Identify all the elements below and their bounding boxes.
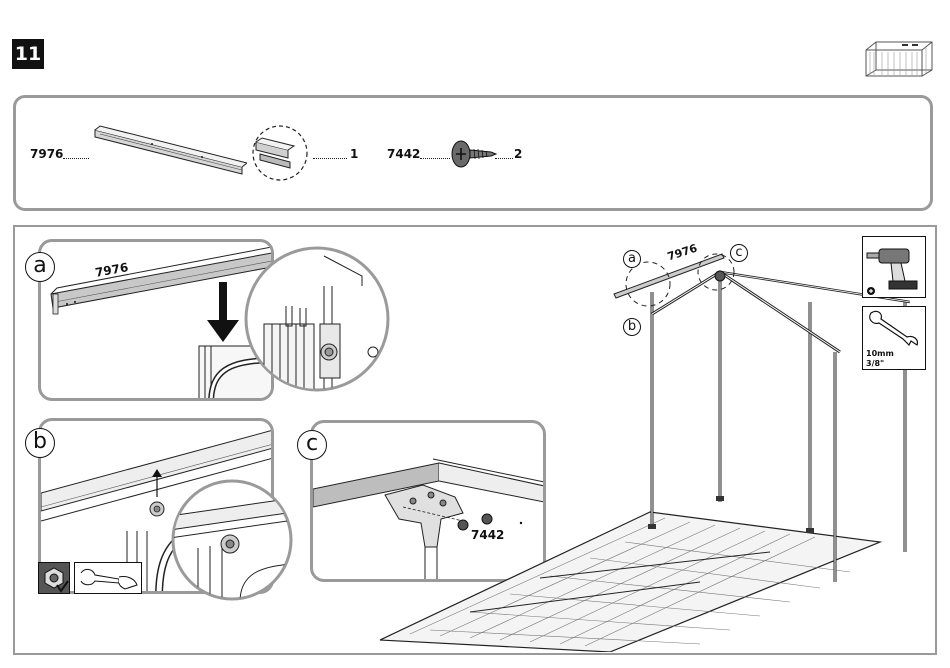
- wrench-size-in: 3/8": [866, 359, 884, 368]
- scene-callout-c: c: [730, 244, 748, 262]
- wrench-size-mm: 10mm: [866, 349, 894, 358]
- callout-b: b: [25, 428, 55, 458]
- wrench-icon: [863, 307, 925, 347]
- leader-line: [420, 158, 450, 159]
- leader-line: [313, 158, 347, 159]
- rail-part-image: [92, 122, 247, 182]
- callout-c: c: [297, 430, 327, 460]
- shed-frame-scene: [370, 232, 910, 652]
- part-qty-7442: 2: [514, 147, 522, 161]
- step-number: 11: [12, 39, 44, 69]
- drill-icon: [863, 237, 925, 297]
- wrench-tool-box: 10mm 3/8": [862, 306, 926, 370]
- leader-line: [495, 158, 513, 159]
- callout-a: a: [25, 252, 55, 282]
- shed-icon: [862, 36, 936, 78]
- scene-callout-a: a: [623, 250, 641, 268]
- scene-callout-b: b: [623, 318, 641, 336]
- nut-icon: [38, 562, 70, 594]
- part-qty-7976: 1: [350, 147, 358, 161]
- drill-tool-box: [862, 236, 926, 298]
- detail-magnifier: [250, 124, 310, 182]
- hand-wrench-icon: [74, 562, 142, 594]
- part-code-7976: 7976: [30, 147, 63, 161]
- detail-a-panel: [38, 239, 274, 401]
- screw-icon: [451, 139, 497, 169]
- part-code-7442: 7442: [387, 147, 420, 161]
- detail-a-zoom: [244, 246, 390, 392]
- leader-line: [63, 158, 89, 159]
- detail-b-zoom: [170, 478, 294, 602]
